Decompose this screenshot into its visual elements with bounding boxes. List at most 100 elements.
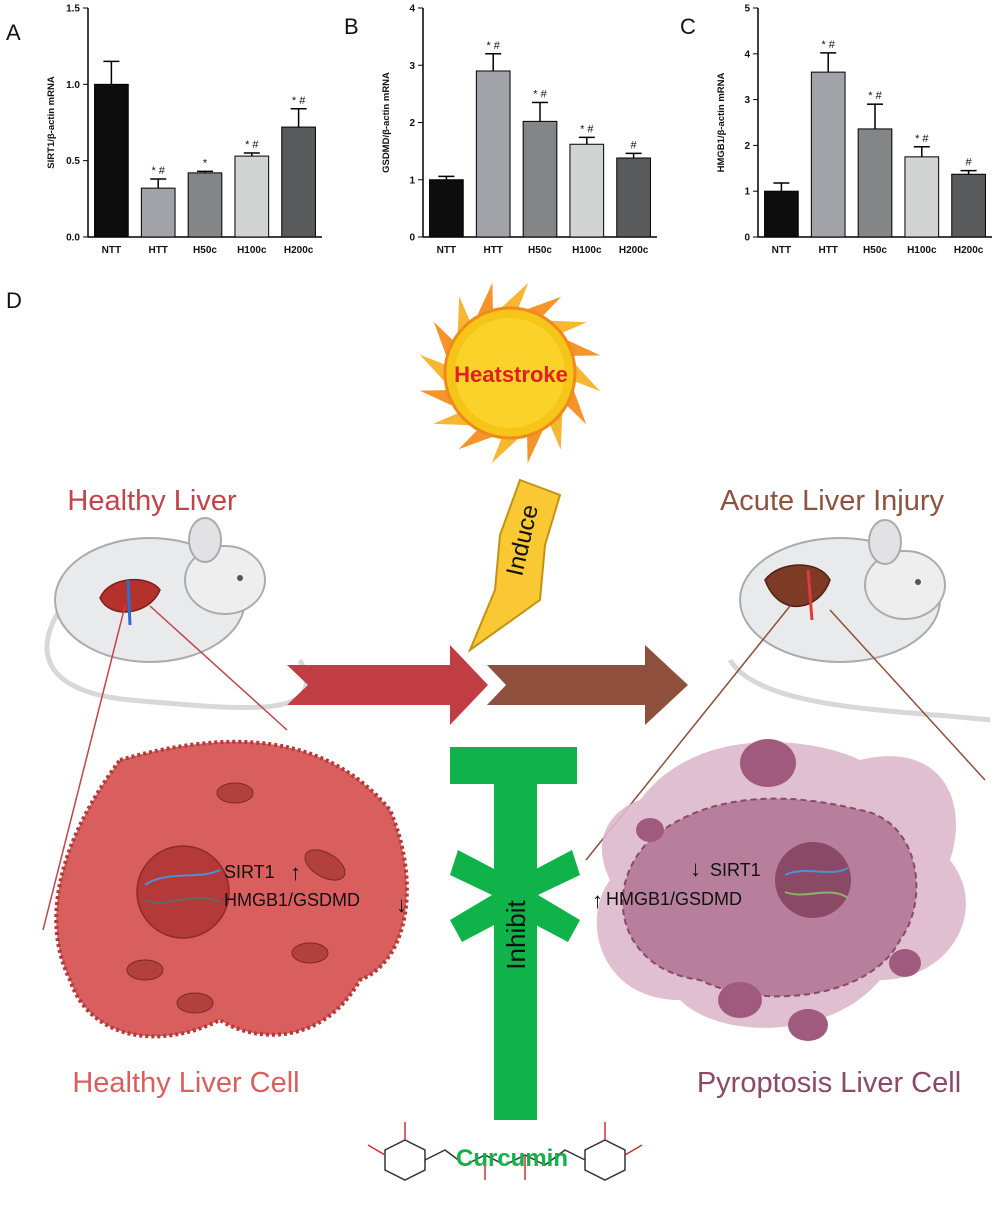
panel-label-b: B — [344, 14, 359, 39]
heatstroke-label: Heatstroke — [454, 362, 568, 387]
y-axis-title: SIRT1/β-actin mRNA — [46, 76, 57, 169]
y-tick-label: 5 — [744, 4, 750, 15]
healthy-hmgb1-down-arrow: ↓ — [396, 892, 407, 917]
bar — [857, 128, 893, 238]
significance-label: * # — [868, 90, 882, 102]
x-tick-label: H200c — [954, 245, 984, 256]
curcumin-structure-icon — [367, 1122, 643, 1181]
y-tick-label: 0 — [744, 233, 750, 244]
significance-label: * # — [580, 123, 594, 135]
healthy-to-injury-arrow — [287, 645, 488, 725]
injury-progression-arrow — [487, 645, 688, 725]
x-tick-label: H100c — [237, 245, 267, 256]
sun-ray — [527, 296, 562, 316]
inhibit-label: Inhibit — [501, 900, 531, 970]
sun-ray — [419, 390, 453, 406]
sun-ray — [567, 390, 587, 425]
y-tick-label: 1 — [409, 175, 415, 186]
pyroptosis-sirt1-label: SIRT1 — [710, 860, 761, 880]
y-tick-label: 3 — [744, 95, 750, 106]
x-tick-label: NTT — [772, 245, 791, 256]
x-tick-label: NTT — [102, 245, 121, 256]
y-tick-label: 1.0 — [66, 80, 80, 91]
y-tick-label: 4 — [409, 4, 415, 15]
sun-ray — [458, 430, 493, 450]
significance-label: * # — [486, 40, 500, 52]
pyroptosis-sirt1-down-arrow: ↓ — [690, 856, 701, 881]
bar — [904, 156, 940, 238]
sun-ray — [575, 364, 601, 392]
sun-ray — [491, 438, 519, 464]
healthy-sirt1-up-arrow: ↑ — [290, 860, 301, 885]
bar — [94, 83, 129, 238]
significance-label: * # — [821, 39, 835, 51]
x-tick-label: HTT — [148, 245, 167, 256]
healthy-liver-cell — [54, 739, 409, 1039]
y-tick-label: 4 — [744, 49, 750, 60]
significance-label: * # — [292, 95, 306, 107]
x-tick-label: H100c — [572, 245, 602, 256]
significance-label: # — [631, 139, 638, 151]
bar — [951, 173, 986, 238]
bar — [234, 155, 270, 238]
x-tick-label: H200c — [284, 245, 314, 256]
bar — [429, 179, 464, 238]
sun-icon — [419, 282, 601, 464]
panel-label-c: C — [680, 14, 696, 39]
significance-label: * # — [915, 133, 929, 145]
sun-ray — [501, 282, 529, 308]
panel-label-a: A — [6, 20, 21, 45]
bar — [281, 126, 316, 238]
lightning-bolt-icon — [467, 478, 562, 653]
healthy-mouse-illustration — [44, 517, 309, 711]
significance-label: * # — [245, 139, 259, 151]
curcumin-label: Curcumin — [456, 1145, 568, 1172]
mechanism-diagram: Heatstroke Induce Healthy Liver Acute Li… — [42, 282, 991, 1181]
healthy-sirt1-label: SIRT1 — [224, 862, 275, 882]
x-tick-label: H50c — [863, 245, 887, 256]
sun-ray — [527, 430, 543, 464]
significance-label: * — [203, 157, 208, 169]
y-tick-label: 3 — [409, 61, 415, 72]
bar — [569, 143, 605, 238]
bar — [522, 120, 558, 238]
y-tick-label: 2 — [744, 141, 750, 152]
pyroptosis-liver-cell — [596, 739, 966, 1041]
bar — [475, 70, 511, 238]
x-tick-label: H200c — [619, 245, 649, 256]
bar — [140, 187, 176, 238]
y-tick-label: 0 — [409, 233, 415, 244]
bar — [810, 71, 846, 238]
significance-label: * # — [533, 88, 547, 100]
injured-mouse-illustration — [727, 519, 991, 723]
acute-liver-injury-title: Acute Liver Injury — [720, 485, 945, 517]
sun-ray — [567, 340, 601, 356]
x-tick-label: HTT — [818, 245, 837, 256]
healthy-hmgb1-gsdmd-label: HMGB1/GSDMD — [224, 890, 360, 910]
y-tick-label: 0.0 — [66, 233, 80, 244]
y-axis-title: GSDMD/β-actin mRNA — [381, 72, 392, 173]
y-axis-title: HMGB1/β-actin mRNA — [716, 72, 727, 172]
y-tick-label: 1.5 — [66, 4, 80, 15]
sun-ray — [419, 354, 445, 382]
x-tick-label: H50c — [528, 245, 552, 256]
pyroptosis-hmgb1-up-arrow: ↑ — [592, 888, 603, 913]
healthy-liver-title: Healthy Liver — [67, 485, 237, 517]
x-tick-label: H100c — [907, 245, 937, 256]
y-tick-label: 2 — [409, 118, 415, 129]
bar — [187, 172, 223, 238]
bar — [616, 157, 651, 238]
x-tick-label: HTT — [483, 245, 502, 256]
pyroptosis-liver-cell-title: Pyroptosis Liver Cell — [697, 1067, 961, 1099]
y-tick-label: 0.5 — [66, 156, 80, 167]
x-tick-label: H50c — [193, 245, 217, 256]
significance-label: * # — [151, 165, 165, 177]
x-tick-label: NTT — [437, 245, 456, 256]
y-tick-label: 1 — [744, 187, 750, 198]
panel-label-d: D — [6, 288, 22, 313]
significance-label: # — [966, 157, 973, 169]
sun-ray — [477, 282, 493, 316]
healthy-liver-cell-title: Healthy Liver Cell — [72, 1067, 299, 1099]
